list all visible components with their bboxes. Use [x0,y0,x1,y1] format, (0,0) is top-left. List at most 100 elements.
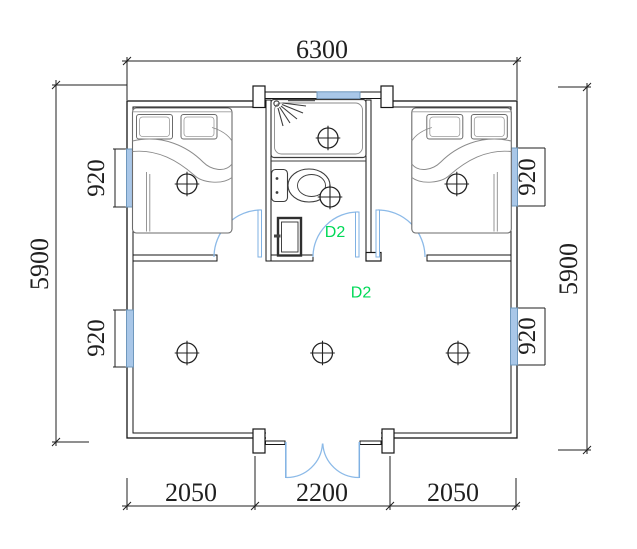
tick-mark [511,501,521,511]
ceiling-light-symbol [445,340,471,366]
pillow-inner [473,116,505,137]
ceiling-light-symbol [317,184,343,210]
window-living-left [126,309,134,368]
toilet-tank [270,168,289,203]
tick-mark [250,501,260,511]
dimension-right-label: 5900 [554,243,583,295]
window-living-right [510,307,518,366]
pillow-inner [139,116,170,137]
shower-head-icon [273,99,315,127]
window-bathroom [316,91,361,100]
ceiling-light-symbol [174,171,200,197]
tick-mark [582,445,592,455]
blanket-fold-line [411,150,512,183]
dimension-bottom: 2050 2200 2050 [122,456,521,511]
dimension-bottom-right-label: 2050 [427,478,479,507]
door-frame-stub [265,440,286,445]
tick-mark [51,80,61,90]
bed-right [411,107,512,234]
entrance-double-door [265,440,382,479]
dimension-right: 5900 [554,82,592,455]
blanket-fold-line [132,150,233,183]
pillow-inner [429,116,461,137]
tick-mark [122,56,132,66]
spray-ray [282,102,307,107]
window-label: 920 [83,159,110,197]
swing-door-arc [286,443,324,479]
light-cross [315,125,341,151]
spray-ray [279,106,291,124]
column-bottom-left [252,428,266,454]
pillow [470,114,508,140]
swing-door-arc [322,443,359,479]
dimension-bottom-center-label: 2200 [296,478,348,507]
window-dimension-top-left: 920 [83,148,127,208]
partition-wall-right [426,254,512,262]
ceiling-light-symbol [310,340,335,366]
window-label: 920 [514,158,541,196]
living-room-lights [174,340,471,366]
cabinet-panel [281,221,299,253]
door-right-bedroom [375,209,426,258]
shower-tray-inner [274,102,363,155]
dimension-left-label: 5900 [25,238,54,290]
bathroom-cabinet [274,216,303,257]
spray-ray [277,107,284,127]
dimension-bottom-left-label: 2050 [165,478,217,507]
tick-mark [122,501,132,511]
window-label: 920 [514,317,541,355]
dimension-left: 5900 [25,80,127,447]
window-label: 920 [83,319,110,357]
dimension-top-label: 6300 [296,35,348,64]
bathroom-wall-left [265,99,272,262]
blanket-fold-line [132,138,233,170]
toilet-tank-bolt [275,177,279,180]
swing-door-arc [377,209,426,258]
ceiling-light-symbol [444,171,470,197]
light-cross [310,340,335,366]
blanket-fold-line [411,138,512,170]
tick-mark [582,82,592,92]
window-dimension-bottom-left: 920 [83,309,127,368]
blanket-fold-line [411,127,432,142]
door-leaf [257,209,262,258]
tick-mark [385,501,395,511]
toilet-bowl-inner [297,174,326,197]
wall-stub-door-hinge [365,251,382,262]
bathroom-wall-right [365,99,372,262]
partition-wall-left [132,254,218,262]
shower-head-dot [273,100,280,107]
spray-ray [281,103,304,114]
blanket-fold-line [211,127,233,142]
bathroom [270,98,367,257]
door-bathroom [312,211,360,258]
ceiling-light-symbol [174,340,200,366]
dimension-annotations: 6300 5900 5900 2 [25,35,592,511]
wall-opening-mask-entrance [266,431,381,440]
light-cross [445,340,471,366]
light-cross [444,171,470,197]
light-cross [174,171,200,197]
window-dimension-top-right: 920 [514,147,546,207]
light-cross [317,184,343,210]
spray-ray [280,105,298,120]
column-top-right [380,85,394,109]
column-top-left [252,85,266,109]
tick-mark [51,437,61,447]
toilet-tank-bolt [275,191,279,194]
door-leaf [375,209,380,258]
tick-mark [512,56,522,66]
bed-left [131,107,233,234]
ceiling-light-symbol [315,125,341,151]
pillow [426,114,464,140]
swing-door-arc [312,211,359,258]
door-leaf [355,211,360,258]
column-bottom-right [381,428,395,454]
door-label-living-room: D2 [351,285,372,302]
light-cross [174,340,200,366]
cabinet-handle [274,234,281,238]
door-frame-stub [359,440,382,445]
dimension-top: 6300 [122,35,522,100]
